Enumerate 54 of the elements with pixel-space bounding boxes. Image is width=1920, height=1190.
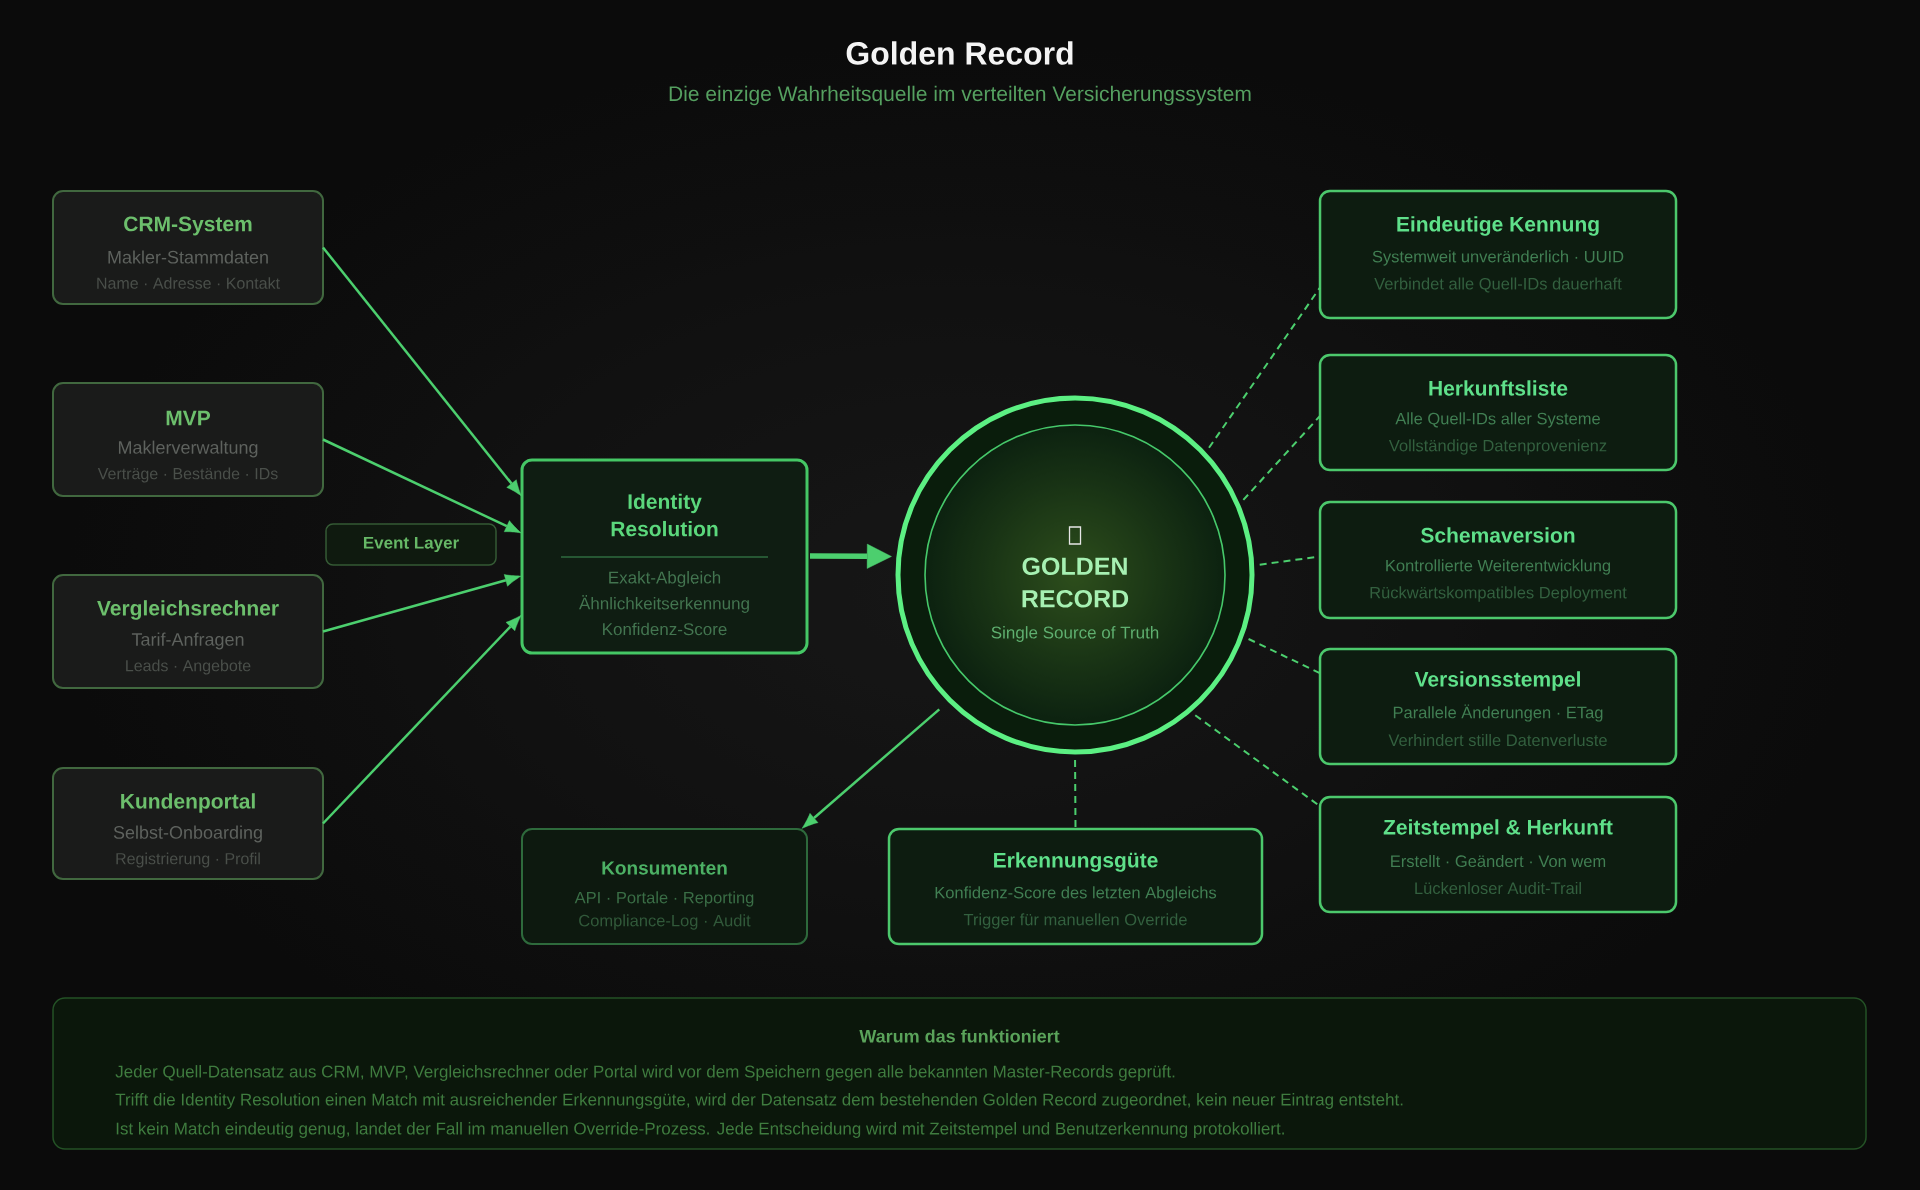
box-title: Eindeutige Kennung: [1397, 216, 1599, 236]
box-text: Konfidenz-Score des letzten Abgleichs: [935, 886, 1217, 902]
note-text: Trifft die Identity Resolution einen Match mit ausreichender Erkennungsgüte, wird der Datensatz dem bestehenden Golden Record zugeordnet, kein neuer Eintrag entsteht.: [115, 1093, 1403, 1109]
dashed-line: [1258, 555, 1321, 566]
box-text: Verhindert stille Datenverluste: [1388, 733, 1607, 747]
box-text: Systemweit unveränderlich · UUID: [1372, 250, 1624, 266]
box-text: Konfidenz-Score: [603, 622, 727, 636]
dashed-line: [1194, 714, 1321, 808]
box-text: Ähnlichkeitserkennung: [579, 595, 749, 613]
box-text: API · Portale · Reporting: [574, 891, 754, 907]
tag-box: Event Layer: [325, 523, 497, 566]
arrow: [322, 438, 522, 534]
box-title: Herkunftsliste: [1429, 380, 1568, 396]
arrow: [322, 614, 522, 825]
dashed-line: [1208, 286, 1321, 449]
box-text: Verbindet alle Quell-IDs dauerhaft: [1374, 277, 1622, 293]
box-text: Alle Quell-IDs aller Systeme: [1395, 412, 1600, 428]
box-title: Identity Resolution: [611, 493, 718, 537]
box-text: Selbst-Onboarding: [113, 825, 262, 843]
diagram-title: Golden Record: [846, 41, 1073, 65]
circle-text: Single Source of Truth: [991, 626, 1159, 642]
box-text: Compliance-Log · Audit: [579, 914, 751, 930]
box-title: Kundenportal: [121, 793, 255, 813]
box-text: Kontrollierte Weiterentwicklung: [1386, 559, 1610, 575]
note-text: Jeder Quell-Datensatz aus CRM, MVP, Vergleichsrechner oder Portal wird vor dem Speichern gegen alle bekannten Master-Records geprüft.: [115, 1065, 1175, 1081]
dashed-line: [1242, 414, 1321, 501]
box-title: Schemaversion: [1421, 527, 1575, 543]
dashed-line: [1247, 638, 1321, 675]
box-text: Tarif-Anfragen: [131, 632, 244, 650]
box-title: Warum das funktioniert: [859, 1029, 1060, 1043]
box-title: Zeitstempel & Herkunft: [1383, 819, 1613, 839]
arrow: [810, 543, 892, 569]
circle-title: GOLDEN RECORD: [1022, 557, 1129, 608]
subtitle: Die einzige Wahrheitsquelle im verteilten Versicherungssystem: [669, 85, 1251, 106]
box-title: CRM-System: [124, 216, 252, 236]
box-text: Vollständige Datenprovenienz: [1388, 439, 1607, 455]
box-title: Konsumenten: [602, 861, 727, 875]
box-title: Erkennungsgüte: [994, 852, 1158, 872]
box-text: Parallele Änderungen · ETag: [1393, 704, 1603, 722]
box-text: Maklerverwaltung: [118, 440, 258, 458]
box-text: Rückwärtskompatibles Deployment: [1370, 586, 1627, 602]
box-title: Versionsstempel: [1414, 671, 1580, 691]
box-text: Exakt-Abgleich: [609, 571, 721, 587]
box-text: Makler-Stammdaten: [108, 250, 268, 264]
arrow: [801, 708, 941, 829]
dashed-line: [1074, 759, 1077, 830]
arrow: [322, 574, 522, 633]
note-text: Ist kein Match eindeutig genug, landet der Fall im manuellen Override-Prozess. Jede Entscheidung wird mit Zeitstempel und Benutzerkennung protokolliert.: [116, 1122, 1284, 1138]
box-text: Trigger für manuellen Override: [963, 913, 1187, 929]
box-text: Erstellt · Geändert · Von wem: [1391, 854, 1606, 868]
box-title: Vergleichsrechner: [97, 600, 279, 620]
box-title: MVP: [166, 410, 211, 426]
box-text: Lückenloser Audit-Trail: [1415, 881, 1581, 895]
arrow: [322, 246, 522, 497]
